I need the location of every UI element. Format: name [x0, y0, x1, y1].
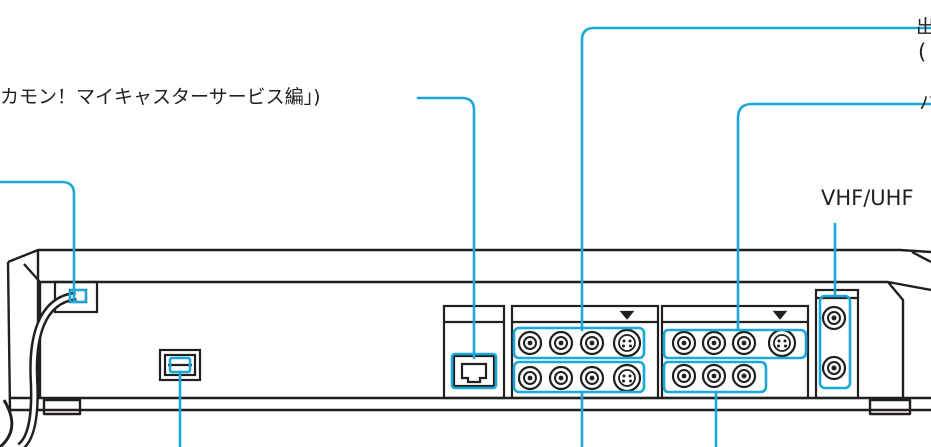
right-foot	[868, 398, 912, 416]
av-block-2-row-2	[671, 363, 757, 389]
highlight-av1-row1	[512, 326, 646, 360]
rca-jack-icon	[548, 330, 574, 356]
s-video-jack-icon	[767, 328, 797, 358]
av-block-1	[510, 304, 660, 400]
label-mycaster-service: カモン！マイキャスターサービス編」)	[0, 86, 321, 108]
rca-jack-icon	[579, 365, 605, 391]
callout-cable	[0, 180, 76, 302]
antenna-jack-icon	[821, 305, 847, 331]
rca-jack-icon	[731, 330, 757, 356]
rca-jack-icon	[671, 363, 697, 389]
cable	[0, 291, 77, 447]
av-block-2-row-1	[671, 328, 797, 358]
highlight-modular	[450, 352, 498, 390]
rca-jack-icon	[701, 330, 727, 356]
av-block-1-row-1	[517, 328, 642, 358]
panel-top-line	[23, 263, 931, 292]
device-body	[6, 248, 931, 416]
rca-jack-icon	[517, 330, 543, 356]
label-antenna: VHF/UHF	[821, 186, 914, 210]
right-bevel	[887, 281, 905, 398]
highlight-av1-row2	[512, 360, 646, 394]
triangle-marker-icon	[772, 310, 788, 320]
rca-jack-icon	[548, 365, 574, 391]
label-right-mid: ハ	[919, 92, 931, 114]
highlight-av2-row2	[662, 360, 768, 394]
callout-av1-top	[580, 26, 931, 332]
av-block-1-row-2	[517, 363, 642, 393]
callout-lines	[0, 26, 931, 447]
s-video-jack-icon	[612, 363, 642, 393]
antenna-block	[814, 288, 860, 400]
rca-jack-icon	[731, 363, 757, 389]
rca-jack-icon	[701, 363, 727, 389]
top-edge	[7, 248, 931, 264]
left-foot	[42, 398, 82, 416]
highlight-av2-row1	[662, 328, 808, 360]
av-block-2	[660, 304, 810, 400]
left-edge	[6, 261, 12, 411]
highlight-clamp	[68, 288, 88, 304]
rca-jack-icon	[579, 330, 605, 356]
rca-jack-icon	[517, 365, 543, 391]
triangle-marker-icon	[619, 310, 635, 320]
label-top-right-1: 出	[916, 16, 931, 38]
antenna-jack-icon	[821, 355, 847, 381]
callout-av2-top	[736, 102, 931, 332]
rca-jack-icon	[671, 330, 697, 356]
callout-modular	[416, 96, 476, 360]
label-top-right-2: (	[918, 40, 927, 64]
s-video-jack-icon	[612, 328, 642, 358]
